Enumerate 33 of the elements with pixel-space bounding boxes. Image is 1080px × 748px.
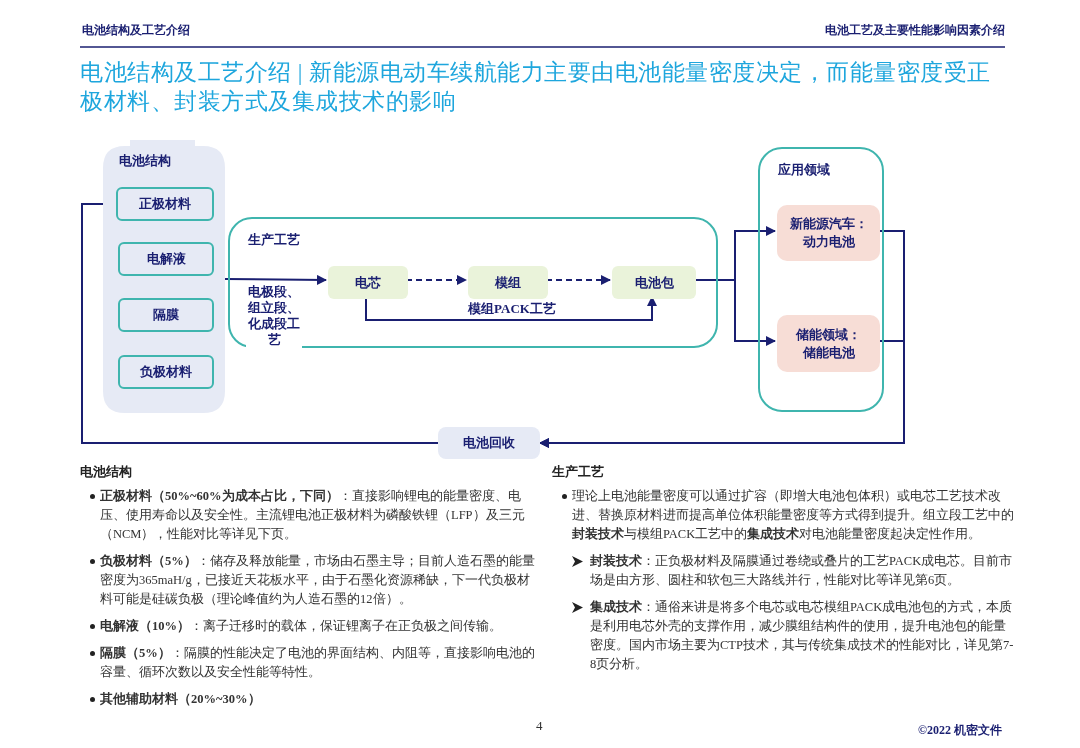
bullet-text: 正极材料（50%~60%为成本占比，下同）：直接影响锂电的能量密度、电压、使用寿命以及安全性。主流锂电池正极材料为磷酸铁锂（LFP）及三元（NCM），性能对比等详见下页。: [100, 488, 526, 543]
material-box: 隔膜: [118, 298, 214, 332]
application-box: 储能领域：储能电池: [777, 315, 880, 372]
arrow: [224, 274, 327, 285]
bullet-text: 负极材料（5%）：储存及释放能量，市场由石墨主导；目前人造石墨的能量密度为365maH/g，已接近天花板水平，由于石墨化资源稀缺，下一代负极材料可能是硅碳负极（理论峰值约为人造石墨的12倍）。: [100, 553, 535, 608]
recycle-box: 电池回收: [438, 427, 540, 459]
process-box: 电芯: [328, 266, 408, 299]
bullet-text: 隔膜（5%）：隔膜的性能决定了电池的界面结构、内阻等，直接影响电池的容量、循环次数以及安全性能等特性。: [100, 645, 535, 681]
arrow: [365, 296, 657, 321]
arrow: [539, 340, 905, 448]
material-box: 电解液: [118, 242, 214, 276]
section-heading: 生产工艺: [552, 463, 604, 481]
footer-text: ©2022 机密文件: [918, 722, 1002, 739]
edge-label: 电极段、组立段、化成段工艺: [246, 284, 302, 348]
bullet-text: 其他辅助材料（20%~30%）: [100, 691, 262, 708]
application-box: 新能源汽车：动力电池: [777, 205, 880, 261]
section-heading: 电池结构: [80, 463, 132, 481]
group-heading: 应用领域: [778, 161, 830, 179]
process-box: 电池包: [612, 266, 696, 299]
bullet-text: 集成技术：通俗来讲是将多个电芯或电芯模组PACK成电池包的方式，本质是利用电芯外壳的支撑作用，减少膜组结构件的使用，提升电池包的能量密度。国内市场主要为CTP技术，其与传统集成技术的性能对比，详见第7-8页分析。: [590, 599, 1014, 673]
group-panel: [758, 147, 884, 412]
material-box: 正极材料: [116, 187, 214, 221]
bullet-text: 封装技术：正负极材料及隔膜通过卷绕或叠片的工艺PACK成电芯。目前市场是由方形、圆柱和软包三大路线并行，性能对比等详见第6页。: [590, 553, 1014, 589]
bullet-text: 电解液（10%）：离子迁移时的载体，保证锂离子在正负极之间传输。: [100, 618, 503, 635]
header-text: 电池结构及工艺介绍: [82, 22, 190, 39]
header-text: 电池工艺及主要性能影响因素介绍: [825, 22, 1005, 39]
group-heading: 生产工艺: [248, 231, 300, 249]
page-title: 电池结构及工艺介绍 | 新能源电动车续航能力主要由电池能量密度决定，而能量密度受正极材料、封装方式及集成技术的影响: [80, 59, 992, 116]
bullet-text: 理论上电池能量密度可以通过扩容（即增大电池包体积）或电芯工艺技术改进、替换原材料进而提高单位体积能量密度等方式得到提升。组立段工艺中的封装技术与模组PACK工艺中的集成技术对电池能量密度起决定性作用。: [572, 488, 1014, 543]
page-number: 4: [536, 718, 543, 734]
process-box: 模组: [468, 266, 548, 299]
material-box: 负极材料: [118, 355, 214, 389]
group-heading: 电池结构: [119, 152, 171, 170]
